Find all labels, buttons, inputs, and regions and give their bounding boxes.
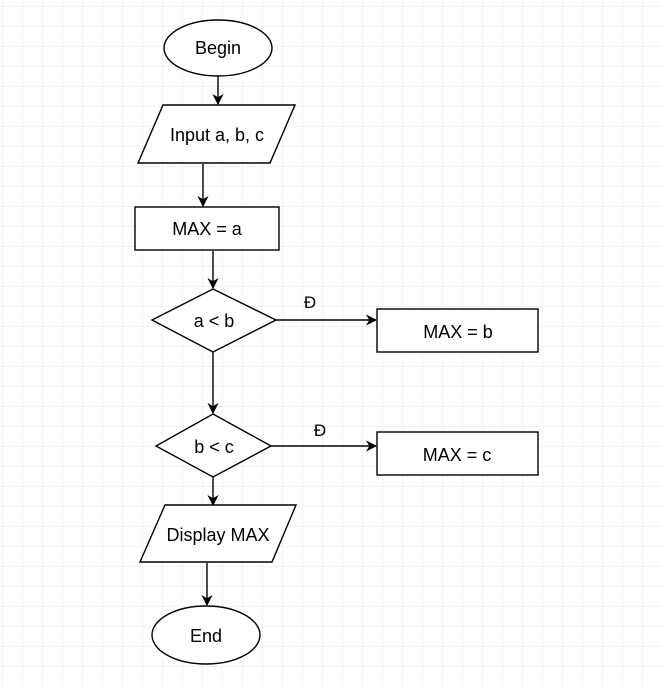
edge-label-cond-ab-true: Đ <box>304 293 316 312</box>
begin-ellipse <box>163 19 273 77</box>
cond-ab-label: a < b <box>194 311 235 331</box>
max-a-rect <box>134 206 280 251</box>
display-label: Display MAX <box>166 525 269 545</box>
max-a-label: MAX = a <box>172 219 243 239</box>
edge-label-cond-bc-true: Đ <box>314 421 326 440</box>
input-parallelogram <box>136 104 297 164</box>
node-cond-ab[interactable]: a < b <box>150 288 278 353</box>
display-parallelogram <box>138 504 298 563</box>
node-cond-bc[interactable]: b < c <box>154 413 273 478</box>
node-end[interactable]: End <box>151 605 261 665</box>
max-c-label: MAX = c <box>423 445 492 465</box>
node-display[interactable]: Display MAX <box>138 504 298 563</box>
cond-bc-diamond <box>154 413 273 478</box>
node-max-b[interactable]: MAX = b <box>376 308 539 353</box>
end-label: End <box>190 626 222 646</box>
max-c-rect <box>376 431 539 476</box>
max-b-rect <box>376 308 539 353</box>
cond-ab-diamond <box>150 288 278 353</box>
node-max-a[interactable]: MAX = a <box>134 206 280 251</box>
edges <box>197 76 378 607</box>
input-label: Input a, b, c <box>170 125 264 145</box>
begin-label: Begin <box>195 38 241 58</box>
node-input[interactable]: Input a, b, c <box>136 104 297 164</box>
end-ellipse <box>151 605 261 665</box>
node-begin[interactable]: Begin <box>163 19 273 77</box>
max-b-label: MAX = b <box>423 322 493 342</box>
cond-bc-label: b < c <box>194 437 234 457</box>
node-max-c[interactable]: MAX = c <box>376 431 539 476</box>
